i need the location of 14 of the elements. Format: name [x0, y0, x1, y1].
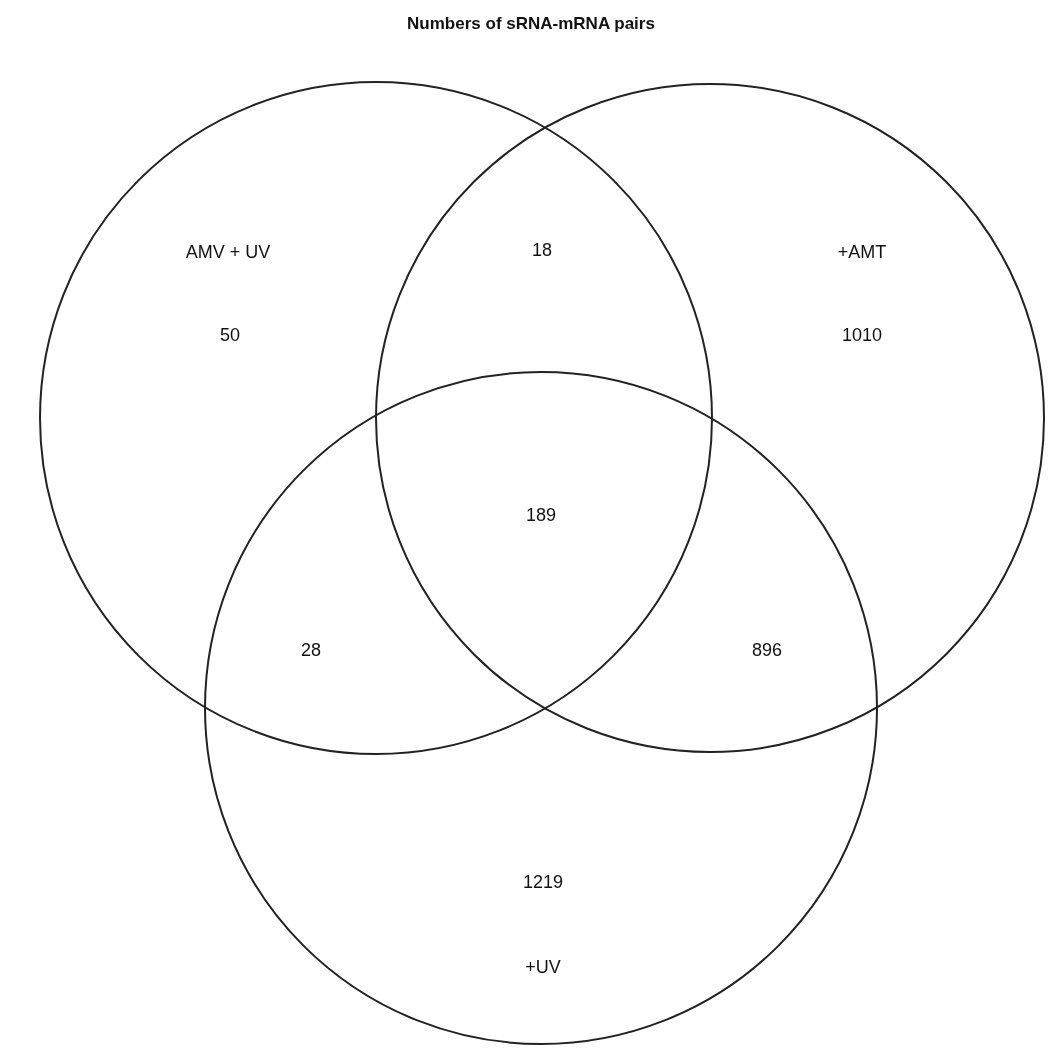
count-value: 18 — [532, 239, 552, 261]
count-value: 896 — [752, 639, 782, 661]
count-value: 28 — [301, 639, 321, 661]
count-value: 1219 — [523, 871, 563, 893]
count-value: 1010 — [842, 324, 882, 346]
count-value: 50 — [220, 324, 240, 346]
set-name: AMV + UV — [185, 241, 271, 263]
set-circle — [204, 371, 878, 1045]
count-value: 189 — [526, 504, 556, 526]
set-circle — [375, 83, 1045, 753]
set-name: +UV — [525, 956, 561, 978]
chart-title: Numbers of sRNA-mRNA pairs — [406, 14, 656, 34]
set-circle — [39, 81, 713, 755]
set-name: +AMT — [837, 241, 887, 263]
